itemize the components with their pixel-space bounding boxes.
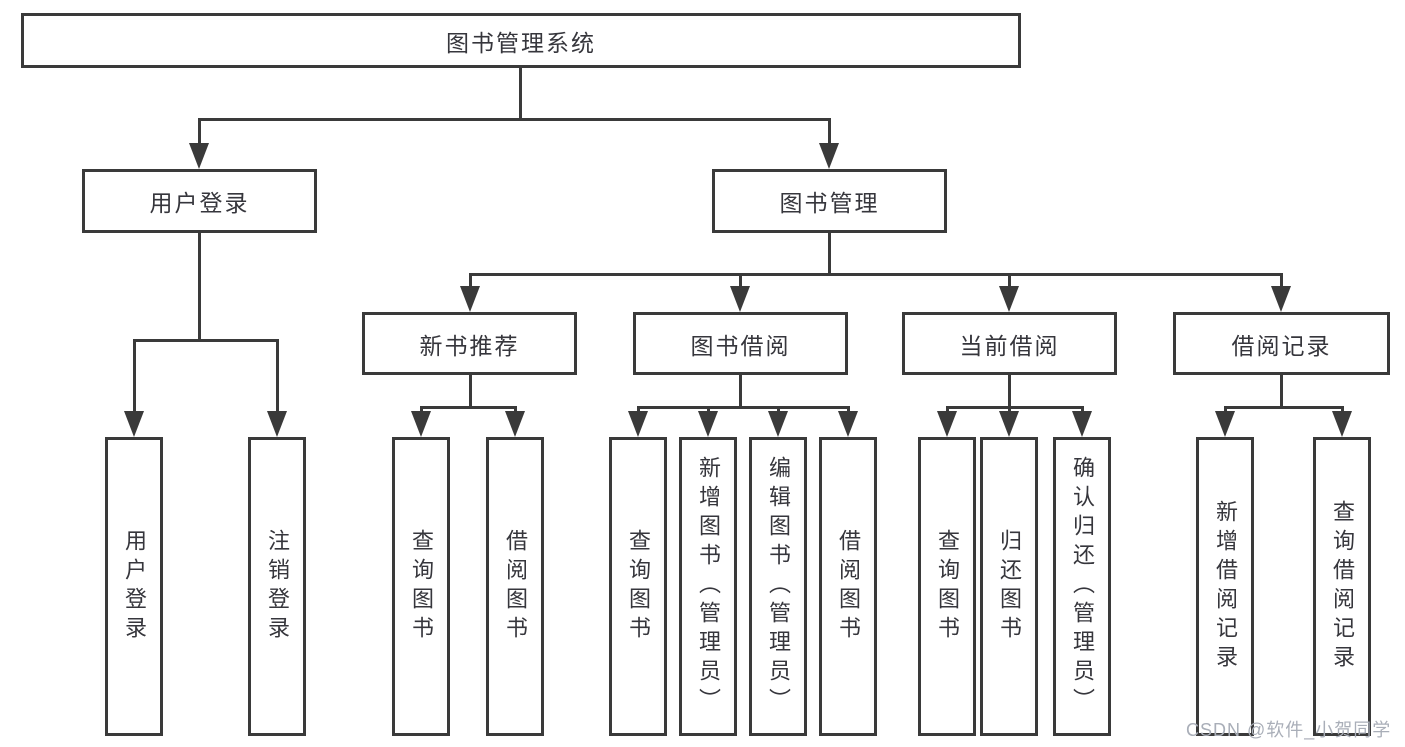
connector-records-stem (1280, 375, 1283, 406)
arrowhead-cb-confirm (1072, 411, 1092, 437)
arrowhead-current (999, 286, 1019, 312)
connector-root-stem (519, 68, 522, 118)
leaf-label: 编辑图书（管理员） (766, 456, 791, 717)
connector-to-leaf-logout (276, 339, 279, 412)
connector-user-login-split (133, 339, 278, 342)
leaf-label: 借阅图书 (503, 528, 528, 645)
connector-to-nb-query (420, 406, 423, 413)
connector-to-leaf-user-login (133, 339, 136, 412)
leaf-label: 注销登录 (265, 528, 290, 645)
connector-user-login-stem (198, 232, 201, 339)
arrowhead-nb-borrow (505, 411, 525, 437)
arrowhead-leaf-user-login (124, 411, 144, 437)
connector-to-bw-borrow (847, 406, 850, 413)
arrowhead-bw-edit (768, 411, 788, 437)
connector-to-rec-query (1341, 406, 1344, 413)
node-book-management: 图书管理 (712, 169, 947, 233)
arrowhead-user-login (189, 143, 209, 169)
leaf-label: 新增借阅记录 (1213, 499, 1238, 674)
leaf-label: 归还图书 (997, 528, 1022, 645)
leaf-label: 查询借阅记录 (1330, 499, 1355, 674)
connector-to-cb-return (1008, 406, 1011, 413)
connector-current-split (946, 406, 1083, 409)
leaf-borrow-books: 借阅图书 (819, 437, 877, 736)
connector-to-cb-confirm (1081, 406, 1084, 413)
leaf-user-login: 用户登录 (105, 437, 163, 736)
node-label: 新书推荐 (419, 332, 520, 359)
node-label: 用户登录 (149, 190, 250, 216)
node-book-borrowing: 图书借阅 (633, 312, 848, 375)
connector-to-bw-add (707, 406, 710, 413)
connector-to-user-login (198, 118, 201, 145)
connector-to-borrowing (739, 273, 742, 287)
arrowhead-book-management (819, 143, 839, 169)
leaf-label: 确认归还（管理员） (1070, 456, 1095, 717)
leaf-add-books-admin: 新增图书（管理员） (679, 437, 737, 736)
node-label: 借阅记录 (1231, 332, 1332, 359)
arrowhead-cb-return (999, 411, 1019, 437)
leaf-confirm-return-admin: 确认归还（管理员） (1053, 437, 1111, 736)
leaf-query-books-recommend: 查询图书 (392, 437, 450, 736)
arrowhead-records (1271, 286, 1291, 312)
node-user-login: 用户登录 (82, 169, 317, 233)
connector-to-current (1008, 273, 1011, 287)
connector-to-rec-add (1224, 406, 1227, 413)
arrowhead-bw-add (698, 411, 718, 437)
connector-to-new-book (469, 273, 472, 287)
arrowhead-rec-add (1215, 411, 1235, 437)
node-label: 当前借阅 (959, 332, 1060, 359)
connector-to-book-management (828, 118, 831, 145)
leaf-label: 借阅图书 (836, 528, 861, 645)
node-label: 图书管理 (779, 190, 880, 216)
connector-to-records (1280, 273, 1283, 287)
leaf-edit-books-admin: 编辑图书（管理员） (749, 437, 807, 736)
leaf-borrow-books-recommend: 借阅图书 (486, 437, 544, 736)
connector-new-book-split (420, 406, 516, 409)
leaf-logout: 注销登录 (248, 437, 306, 736)
leaf-query-books-borrow: 查询图书 (609, 437, 667, 736)
leaf-add-borrow-record: 新增借阅记录 (1196, 437, 1254, 736)
connector-current-stem (1008, 375, 1011, 406)
connector-records-split (1224, 406, 1343, 409)
connector-book-mgmt-stem (828, 232, 831, 273)
leaf-label: 查询图书 (626, 528, 651, 645)
leaf-query-books-current: 查询图书 (918, 437, 976, 736)
leaf-label: 新增图书（管理员） (696, 456, 721, 717)
leaf-label: 查询图书 (409, 528, 434, 645)
arrowhead-rec-query (1332, 411, 1352, 437)
node-borrowing-records: 借阅记录 (1173, 312, 1390, 375)
connector-borrowing-stem (739, 375, 742, 406)
arrowhead-cb-query (937, 411, 957, 437)
node-label: 图书借阅 (690, 332, 791, 359)
node-new-book-recommendation: 新书推荐 (362, 312, 577, 375)
arrowhead-borrowing (730, 286, 750, 312)
connector-book-mgmt-split (469, 273, 1282, 276)
arrowhead-nb-query (411, 411, 431, 437)
node-current-borrowing: 当前借阅 (902, 312, 1117, 375)
leaf-label: 查询图书 (935, 528, 960, 645)
connector-to-bw-edit (777, 406, 780, 413)
connector-to-cb-query (946, 406, 949, 413)
connector-to-bw-query (637, 406, 640, 413)
csdn-watermark: CSDN @软件_小贺同学 (1186, 720, 1392, 740)
connector-to-nb-borrow (514, 406, 517, 413)
leaf-return-books: 归还图书 (980, 437, 1038, 736)
node-library-management-system: 图书管理系统 (21, 13, 1021, 68)
connector-new-book-stem (469, 375, 472, 406)
leaf-label: 用户登录 (122, 528, 147, 645)
arrowhead-leaf-logout (267, 411, 287, 437)
arrowhead-new-book (460, 286, 480, 312)
connector-root-split (199, 118, 830, 121)
node-label: 图书管理系统 (446, 29, 596, 56)
connector-borrowing-split (637, 406, 849, 409)
arrowhead-bw-query (628, 411, 648, 437)
leaf-query-borrow-record: 查询借阅记录 (1313, 437, 1371, 736)
arrowhead-bw-borrow (838, 411, 858, 437)
